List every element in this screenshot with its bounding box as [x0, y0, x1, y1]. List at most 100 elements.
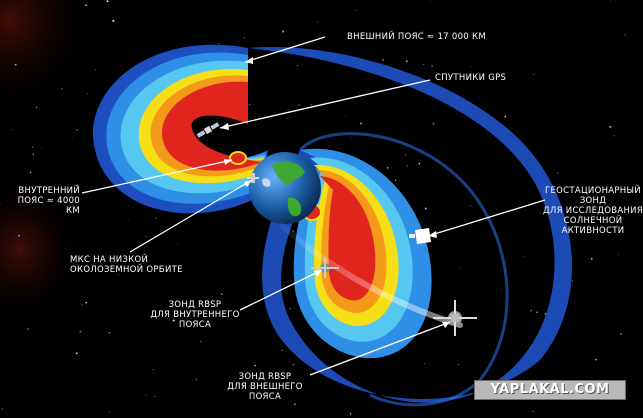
star: [18, 234, 20, 237]
star: [452, 5, 454, 7]
label-rbsp-inner: Зонд RBSP для внутреннего пояса: [150, 300, 240, 330]
label-rbsp-outer: Зонд RBSP для внешнего пояса: [227, 372, 303, 402]
star: [221, 263, 223, 264]
label-gps-satellites: Спутники GPS: [435, 73, 507, 83]
label-iss-orbit: МКС на низкой околоземной орбите: [70, 255, 183, 275]
star: [217, 42, 220, 45]
star: [1, 408, 4, 410]
earth-continent-south: [287, 197, 302, 217]
callout-lines: [81, 36, 546, 376]
star: [311, 104, 313, 106]
star: [210, 213, 212, 214]
star: [86, 92, 89, 95]
star: [507, 56, 509, 58]
star: [532, 410, 534, 413]
star: [349, 413, 352, 415]
star: [622, 373, 623, 374]
callout-rbsp-inner: [239, 269, 323, 311]
star: [470, 205, 472, 207]
arrow-gps: [220, 123, 229, 130]
star: [404, 154, 406, 156]
star: [154, 396, 156, 398]
star: [429, 0, 431, 2]
star: [422, 63, 425, 66]
star: [259, 92, 261, 94]
callout-arrowheads: [220, 57, 450, 328]
star: [282, 30, 285, 33]
star: [68, 206, 70, 209]
star: [570, 143, 572, 145]
star: [515, 172, 517, 173]
callout-gps: [219, 79, 431, 129]
star: [298, 104, 300, 106]
star: [155, 217, 157, 219]
star: [221, 293, 223, 295]
callout-iss: [129, 179, 253, 253]
star: [75, 352, 78, 355]
star: [212, 11, 213, 12]
star: [382, 59, 384, 61]
star: [32, 153, 34, 155]
star: [177, 244, 179, 246]
star: [617, 254, 619, 256]
arrow-iss: [244, 180, 252, 187]
gps-satellite: [196, 122, 220, 138]
star: [557, 172, 559, 174]
arrow-inner-belt: [224, 159, 232, 165]
star: [458, 363, 460, 366]
star: [243, 37, 246, 39]
star: [40, 148, 42, 150]
watermark-logo: YAPLAKAL.COM: [474, 380, 626, 400]
arrow-outer-belt: [245, 57, 253, 64]
star: [106, 0, 109, 3]
star: [14, 63, 17, 66]
star: [590, 257, 593, 260]
star: [32, 146, 34, 148]
star: [0, 202, 1, 205]
star: [460, 266, 462, 268]
star: [317, 21, 319, 23]
star: [610, 0, 612, 2]
star: [242, 384, 244, 387]
star: [254, 364, 256, 367]
star: [289, 308, 291, 310]
star: [76, 129, 78, 131]
arrow-rbsp-outer: [442, 322, 450, 328]
label-inner-belt: Внутренний пояс ≈ 4000 км: [17, 186, 80, 216]
star: [629, 1, 630, 3]
star: [200, 340, 202, 343]
arrow-geo: [428, 231, 437, 238]
star: [422, 31, 424, 33]
star: [386, 167, 389, 169]
star: [112, 19, 115, 22]
star: [195, 378, 198, 381]
star: [339, 393, 340, 395]
star: [424, 363, 426, 364]
star: [281, 349, 283, 352]
label-outer-belt: Внешний пояс ≈ 17 000 км: [347, 32, 486, 42]
callout-outer-belt: [244, 36, 326, 63]
star: [109, 411, 111, 413]
earth-cloud: [262, 178, 271, 187]
star: [544, 313, 547, 315]
star: [613, 135, 615, 137]
star: [424, 207, 427, 210]
belt-right-lobe: [248, 46, 573, 403]
star: [504, 115, 507, 118]
star: [293, 403, 296, 406]
star: [152, 368, 155, 371]
star: [627, 410, 629, 412]
nebula-left: [0, 180, 80, 320]
star: [76, 184, 79, 187]
star: [85, 4, 87, 7]
star: [620, 332, 623, 335]
inner-belt-left: [229, 151, 247, 165]
star: [431, 65, 433, 67]
star: [65, 188, 68, 191]
star: [501, 289, 502, 291]
star: [418, 162, 421, 165]
rbsp-inner-probe: [311, 258, 339, 278]
star: [26, 328, 29, 331]
